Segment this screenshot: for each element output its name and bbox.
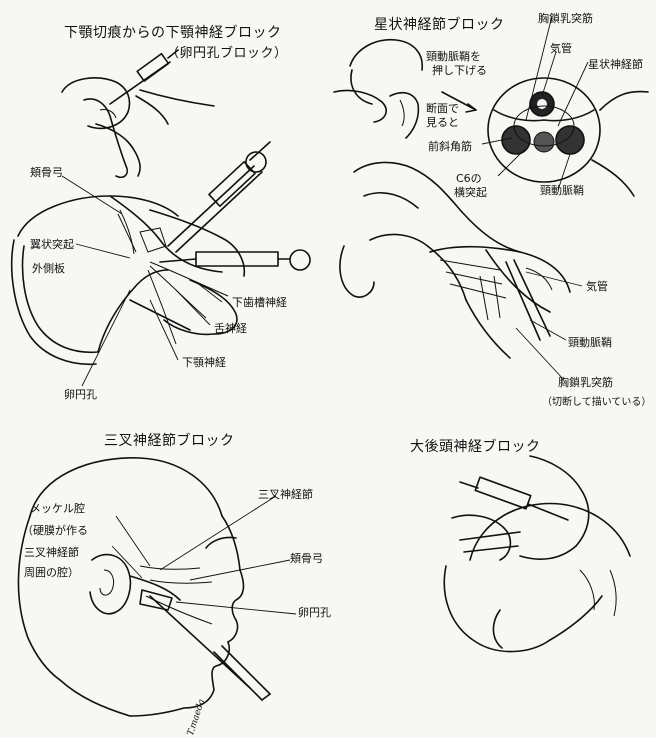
label-carotid-sheath-top: 頸動脈鞘: [540, 184, 584, 197]
label-c6-2: 横突起: [454, 186, 487, 199]
label-anterior-scalene: 前斜角筋: [428, 140, 472, 153]
label-pterygoid-lateral-plate: 外側板: [32, 262, 65, 275]
label-cross-section-2: 見ると: [426, 116, 459, 129]
label-meckel-3: 三叉神経節: [24, 546, 79, 559]
label-meckel-4: 周囲の腔）: [24, 566, 79, 579]
label-push-down-2: 押し下げる: [432, 64, 487, 77]
label-scm-top: 胸鎖乳突筋: [538, 12, 593, 25]
panel-mandibular-block: 下顎切痕からの下顎神経ブロック （卵円孔ブロック） 頬骨弓 翼状突起 外側板 下…: [0, 0, 330, 410]
label-scm-bottom: 胸鎖乳突筋: [558, 376, 613, 389]
label-lingual-nerve: 舌神経: [214, 322, 247, 335]
label-scm-note: （切断して描いている）: [542, 397, 652, 408]
mandibular-drawing: [10, 49, 311, 387]
label-foramen-ovale-2: 卵円孔: [298, 606, 331, 619]
trigeminal-title: 三叉神経節ブロック: [104, 433, 235, 449]
label-trachea-bottom: 気管: [586, 280, 608, 293]
label-meckel-2: （硬膜が作る: [22, 524, 88, 537]
label-carotid-sheath-bottom: 頸動脈鞘: [568, 336, 612, 349]
label-push-down-1: 頸動脈鞘を: [426, 50, 481, 63]
mandibular-subtitle: （卵円孔ブロック）: [166, 46, 288, 61]
label-pterygoid: 翼状突起: [30, 238, 74, 251]
label-meckel-1: メッケル腔: [30, 502, 85, 515]
trigeminal-drawing: [17, 457, 297, 717]
label-inferior-alveolar-nerve: 下歯槽神経: [232, 296, 287, 309]
label-cross-section-1: 断面で: [426, 102, 459, 115]
label-zygomatic-arch-2: 頬骨弓: [290, 552, 323, 565]
stellate-drawing: [333, 15, 649, 381]
label-stellate-ganglion: 星状神経節: [588, 58, 643, 71]
label-trachea-top: 気管: [550, 42, 572, 55]
label-c6-1: C6の: [456, 172, 482, 185]
label-zygomatic-arch: 頬骨弓: [30, 166, 63, 179]
label-trigeminal-ganglion: 三叉神経節: [258, 488, 313, 501]
stellate-title: 星状神経節ブロック: [374, 17, 505, 33]
mandibular-title: 下顎切痕からの下顎神経ブロック: [64, 25, 282, 41]
panel-trigeminal-block: 三叉神経節ブロック メッケル腔 （硬膜が作る 三叉神経節 周囲の腔） 三叉神経節…: [0, 420, 360, 738]
occipital-title: 大後頭神経ブロック: [410, 439, 541, 455]
label-mandibular-nerve: 下顎神経: [182, 356, 226, 369]
label-foramen-ovale: 卵円孔: [64, 388, 97, 401]
occipital-drawing: [443, 455, 631, 653]
panel-stellate-block: 星状神経節ブロック 胸鎖乳突筋 頸動脈鞘を 押し下げる 気管 星状神経節 断面で…: [330, 0, 656, 420]
panel-occipital-block: 大後頭神経ブロック: [380, 420, 656, 738]
